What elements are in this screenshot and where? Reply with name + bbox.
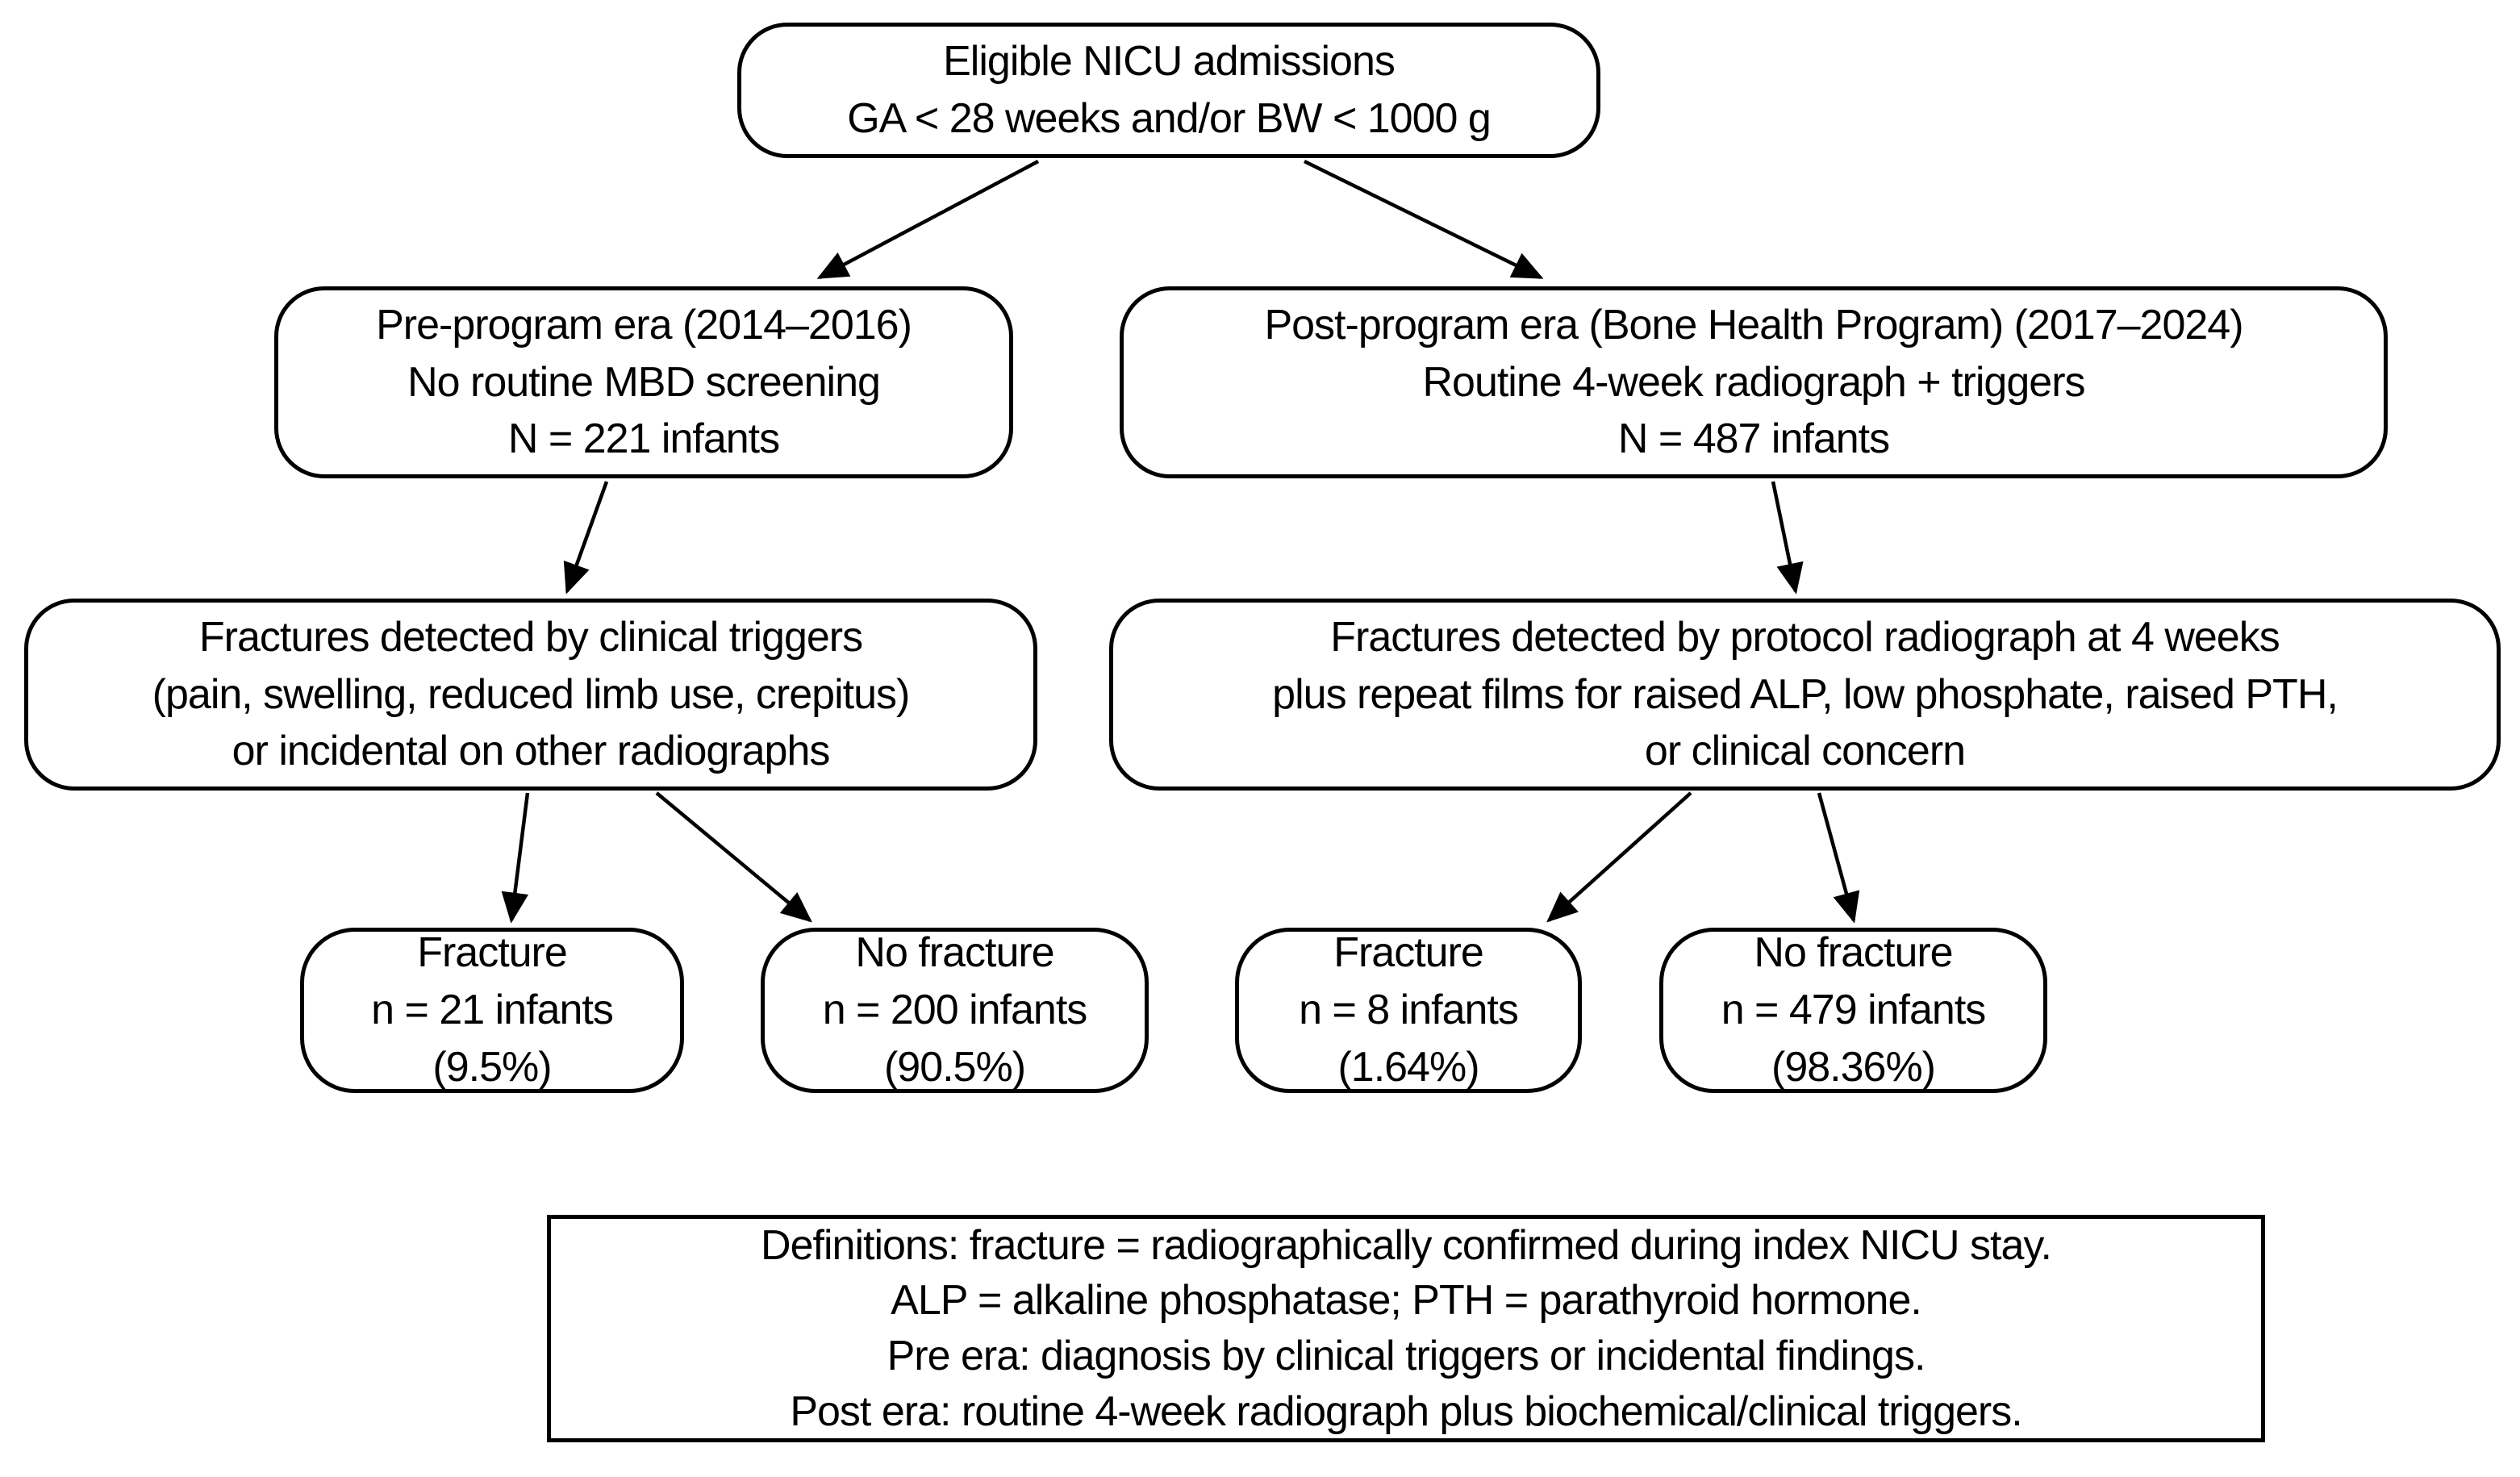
- node-post-fracture: Fracture n = 8 infants (1.64%): [1235, 928, 1582, 1093]
- arrow-post-era-to-post-detection: [1771, 481, 1804, 595]
- node-text-line: n = 21 infants: [371, 987, 614, 1034]
- node-eligible-admissions: Eligible NICU admissions GA < 28 weeks a…: [737, 23, 1600, 158]
- arrow-pre-era-to-pre-detection: [563, 481, 609, 595]
- definition-line: Post era: routine 4-week radiograph plus…: [790, 1387, 2022, 1435]
- node-text-line: No fracture: [855, 929, 1054, 977]
- node-post-no-fracture: No fracture n = 479 infants (98.36%): [1659, 928, 2047, 1093]
- node-text-line: Fractures detected by clinical triggers: [198, 613, 863, 661]
- arrow-root-to-post-era: [1304, 159, 1544, 280]
- node-text-line: (9.5%): [432, 1043, 552, 1091]
- node-post-era: Post-program era (Bone Health Program) (…: [1120, 286, 2388, 478]
- node-text-line: Fracture: [417, 929, 568, 977]
- arrow-pre-detection-to-fracture: [501, 792, 530, 924]
- node-text-line: plus repeat films for raised ALP, low ph…: [1272, 670, 2339, 718]
- arrow-post-detection-to-no-fracture: [1817, 792, 1860, 924]
- node-text-line: N = 221 infants: [507, 415, 780, 463]
- node-text-line: N = 487 infants: [1617, 415, 1890, 463]
- node-text-line: Routine 4-week radiograph + triggers: [1422, 358, 2085, 406]
- arrow-root-to-pre-era: [816, 160, 1040, 279]
- node-pre-no-fracture: No fracture n = 200 infants (90.5%): [761, 928, 1149, 1093]
- node-text-line: Post-program era (Bone Health Program) (…: [1264, 301, 2243, 348]
- node-text-line: (1.64%): [1337, 1043, 1479, 1091]
- node-post-detection: Fractures detected by protocol radiograp…: [1109, 599, 2501, 791]
- definition-line: Definitions: fracture = radiographically…: [761, 1221, 2052, 1269]
- node-pre-detection: Fractures detected by clinical triggers …: [24, 599, 1037, 791]
- node-text-line: n = 200 infants: [822, 987, 1088, 1034]
- arrow-post-detection-to-fracture: [1546, 791, 1692, 923]
- node-text-line: or clinical concern: [1644, 728, 1966, 775]
- definition-line: ALP = alkaline phosphatase; PTH = parath…: [891, 1277, 1922, 1325]
- node-text-line: Pre-program era (2014–2016): [376, 301, 912, 348]
- node-text-line: n = 8 infants: [1299, 987, 1519, 1034]
- node-text-line: GA < 28 weeks and/or BW < 1000 g: [847, 95, 1492, 142]
- definition-line: Pre era: diagnosis by clinical triggers …: [887, 1333, 1926, 1379]
- node-text-line: (90.5%): [883, 1043, 1026, 1091]
- node-pre-fracture: Fracture n = 21 infants (9.5%): [300, 928, 684, 1093]
- node-text-line: (pain, swelling, reduced limb use, crepi…: [152, 670, 911, 718]
- node-text-line: Eligible NICU admissions: [943, 38, 1396, 86]
- definitions-box: Definitions: fracture = radiographically…: [547, 1215, 2265, 1442]
- node-text-line: Fracture: [1333, 929, 1484, 977]
- node-text-line: (98.36%): [1771, 1043, 1936, 1091]
- node-text-line: or incidental on other radiographs: [232, 728, 831, 775]
- node-text-line: No fracture: [1754, 929, 1953, 977]
- arrow-pre-detection-to-no-fracture: [655, 791, 812, 923]
- node-text-line: n = 479 infants: [1721, 987, 1987, 1034]
- node-pre-era: Pre-program era (2014–2016) No routine M…: [274, 286, 1013, 478]
- node-text-line: Fractures detected by protocol radiograp…: [1330, 613, 2280, 661]
- node-text-line: No routine MBD screening: [407, 358, 881, 406]
